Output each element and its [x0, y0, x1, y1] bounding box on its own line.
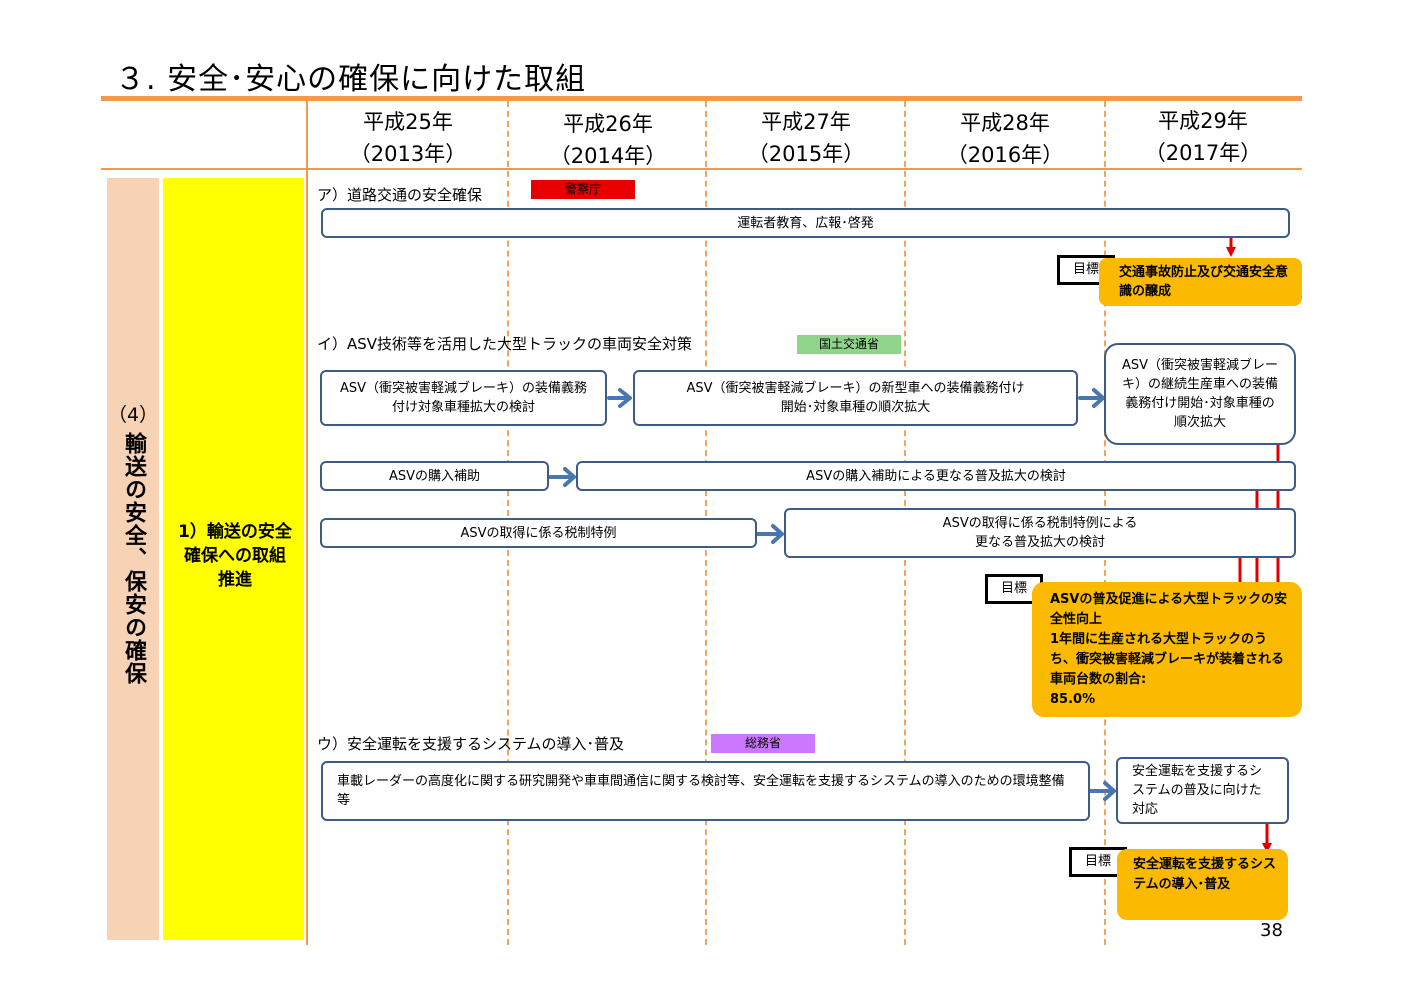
category-cell: （4） 輸送の安全、保安の確保 — [107, 178, 159, 940]
category-name: 輸送の安全、保安の確保 — [121, 432, 146, 685]
year-header-2014: 平成26年 （2014年） — [508, 108, 708, 172]
header-left-divider — [306, 101, 308, 945]
section-u-bar: 車載レーダーの高度化に関する研究開発や車車間通信に関する検討等、安全運転を支援す… — [321, 761, 1090, 821]
arrow-right-icon — [1088, 781, 1116, 801]
year-heisei: 平成26年 — [563, 112, 653, 136]
goal-box-a: 交通事故防止及び交通安全意識の醸成 — [1099, 258, 1302, 306]
tax-next-box: ASVの取得に係る税制特例による 更なる普及拡大の検討 — [784, 508, 1296, 558]
asv-box-1: ASV（衝突被害軽減ブレーキ）の装備義務付け対象車種拡大の検討 — [320, 370, 607, 426]
tax-box: ASVの取得に係る税制特例 — [320, 518, 757, 548]
goal-line: ASVの普及促進による大型トラックの安全性向上 — [1050, 592, 1288, 627]
title-underline — [101, 96, 1302, 101]
year-western: （2014年） — [549, 144, 667, 168]
year-western: （2015年） — [747, 142, 865, 166]
goal-label: 目標 — [1069, 847, 1127, 877]
subcategory-label: 1）輸送の安全確保への取組推進 — [178, 522, 292, 590]
year-header-2013: 平成25年 （2013年） — [308, 106, 508, 170]
page-number: 38 — [1260, 920, 1283, 941]
tax-next-line2: 更なる普及拡大の検討 — [974, 535, 1105, 550]
section-i-heading: イ）ASV技術等を活用した大型トラックの車両安全対策 — [317, 335, 693, 353]
year-header-2016: 平成28年 （2016年） — [905, 107, 1105, 171]
header-bottom-rule — [101, 168, 1302, 170]
category-number: （4） — [107, 404, 159, 426]
year-heisei: 平成25年 — [363, 110, 453, 134]
arrow-right-icon — [548, 467, 576, 487]
year-header-2015: 平成27年 （2015年） — [706, 106, 906, 170]
asv-box-2-line1: ASV（衝突被害軽減ブレーキ）の新型車への装備義務付け — [686, 381, 1025, 396]
year-header-2017: 平成29年 （2017年） — [1104, 105, 1302, 169]
page-title: ３. 安全･安心の確保に向けた取組 — [115, 62, 587, 97]
year-western: （2013年） — [349, 142, 467, 166]
arrow-right-icon — [756, 524, 784, 544]
year-western: （2016年） — [946, 143, 1064, 167]
arrow-right-icon — [1078, 388, 1105, 408]
section-u-heading: ウ）安全運転を支援するシステムの導入･普及 — [317, 735, 625, 753]
subcategory-cell: 1）輸送の安全確保への取組推進 — [163, 178, 304, 940]
goal-box-i: ASVの普及促進による大型トラックの安全性向上 1年間に生産される大型トラックの… — [1032, 582, 1302, 717]
year-heisei: 平成27年 — [761, 110, 851, 134]
asv-box-3: ASV（衝突被害軽減ブレーキ）の継続生産車への装備義務付け開始･対象車種の順次拡… — [1104, 343, 1296, 445]
section-a-heading: ア）道路交通の安全確保 — [317, 186, 483, 204]
agency-badge-mic: 総務省 — [711, 734, 815, 753]
year-western: （2017年） — [1144, 141, 1262, 165]
agency-badge-mlit: 国土交通省 — [797, 335, 901, 354]
tax-next-line1: ASVの取得に係る税制特例による — [942, 516, 1138, 531]
subsidy-box: ASVの購入補助 — [320, 461, 549, 491]
asv-box-2: ASV（衝突被害軽減ブレーキ）の新型車への装備義務付け 開始･対象車種の順次拡大 — [633, 370, 1078, 426]
section-u-next-box: 安全運転を支援するシステムの普及に向けた対応 — [1116, 757, 1289, 824]
section-a-bar: 運転者教育、広報･啓発 — [321, 208, 1290, 238]
year-heisei: 平成29年 — [1158, 109, 1248, 133]
asv-box-2-line2: 開始･対象車種の順次拡大 — [780, 400, 931, 415]
agency-badge-police: 警察庁 — [531, 180, 635, 199]
arrow-right-icon — [607, 388, 632, 408]
goal-box-u: 安全運転を支援するシステムの導入･普及 — [1117, 849, 1288, 920]
goal-line: 85.0% — [1050, 692, 1096, 707]
year-heisei: 平成28年 — [960, 111, 1050, 135]
subsidy-next-box: ASVの購入補助による更なる普及拡大の検討 — [576, 461, 1296, 491]
goal-line: 1年間に生産される大型トラックのうち、衝突被害軽減ブレーキが装着される車両台数の… — [1050, 632, 1285, 687]
